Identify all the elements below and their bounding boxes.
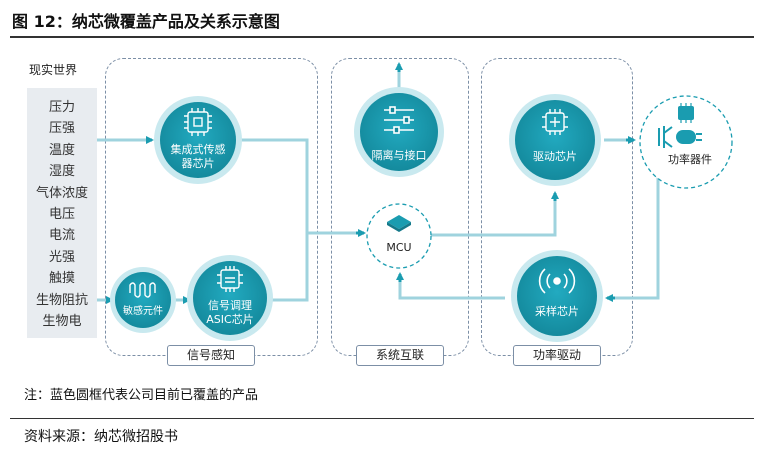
power-device-icon [658, 103, 702, 148]
power-drive-label: 功率驱动 [513, 345, 601, 366]
real-world-item: 湿度 [48, 164, 75, 180]
sampling-chip-label: 采样芯片 [535, 304, 579, 318]
connector-mcu-to-driver [431, 195, 557, 237]
connector-power-to-sampling [609, 157, 660, 300]
connectors [97, 68, 660, 302]
sensitive-element-node: 敏感元件 [110, 267, 176, 333]
real-world-item: 生物电 [42, 313, 82, 329]
real-world-item: 气体浓度 [35, 185, 88, 201]
driver-chip-label: 驱动芯片 [533, 149, 577, 163]
real-world-item: 生物阻抗 [35, 292, 88, 308]
driver-chip-node: 驱动芯片 [509, 94, 601, 186]
integrated-sensor-node: 集成式传感 器芯片 [154, 96, 242, 184]
top-rule [10, 36, 754, 38]
real-world-list: 压力 压强 温度 湿度 气体浓度 电压 电流 光强 触摸 生物阻抗 生物电 [27, 97, 97, 332]
footnote: 注：蓝色圆框代表公司目前已覆盖的产品 [24, 388, 259, 403]
power-device-node: 功率器件 [639, 95, 733, 189]
wireless-signal-icon [538, 268, 576, 294]
connector-sensor-to-mcu [240, 138, 309, 233]
connector-asic-to-mcu [272, 233, 309, 302]
real-world-box [27, 88, 97, 338]
signal-sensing-label: 信号感知 [167, 345, 255, 366]
sliders-icon [384, 106, 414, 134]
real-world-item: 电流 [48, 228, 75, 244]
real-world-item: 光强 [48, 249, 75, 265]
power-device-label: 功率器件 [668, 152, 712, 166]
arrowheads [106, 62, 636, 304]
system-interconnect-label: 系统互联 [356, 345, 444, 366]
connector-sampling-to-mcu [398, 276, 505, 300]
sampling-chip-node: 采样芯片 [511, 250, 603, 342]
mcu-label: MCU [386, 241, 411, 254]
signal-conditioning-node: 信号调理 ASIC芯片 [187, 255, 273, 341]
integrated-sensor-label-1: 集成式传感 [171, 142, 226, 156]
driver-chip-icon [542, 109, 568, 135]
signal-conditioning-label-2: ASIC芯片 [206, 312, 253, 326]
real-world-item: 触摸 [48, 271, 75, 287]
real-world-item: 电压 [48, 206, 75, 222]
real-world-title: 现实世界 [29, 63, 78, 77]
sensitive-element-icon [129, 282, 156, 298]
isolation-interface-node: 隔离与接口 [354, 87, 444, 177]
real-world-item: 压力 [48, 100, 75, 115]
source-note: 资料来源：纳芯微招股书 [24, 429, 178, 445]
asic-chip-icon [217, 266, 243, 292]
mcu-chip-icon [387, 215, 411, 232]
sensor-chip-icon [184, 108, 212, 136]
bottom-rule [10, 418, 754, 419]
figure-title: 图 12：纳芯微覆盖产品及关系示意图 [12, 12, 280, 31]
sensitive-element-label: 敏感元件 [123, 304, 163, 317]
real-world-item: 压强 [48, 121, 75, 137]
signal-conditioning-label-1: 信号调理 [208, 299, 252, 312]
integrated-sensor-label-2: 器芯片 [182, 156, 215, 170]
real-world-item: 温度 [48, 142, 75, 158]
isolation-interface-label: 隔离与接口 [372, 148, 427, 162]
mcu-node: MCU [366, 203, 432, 269]
